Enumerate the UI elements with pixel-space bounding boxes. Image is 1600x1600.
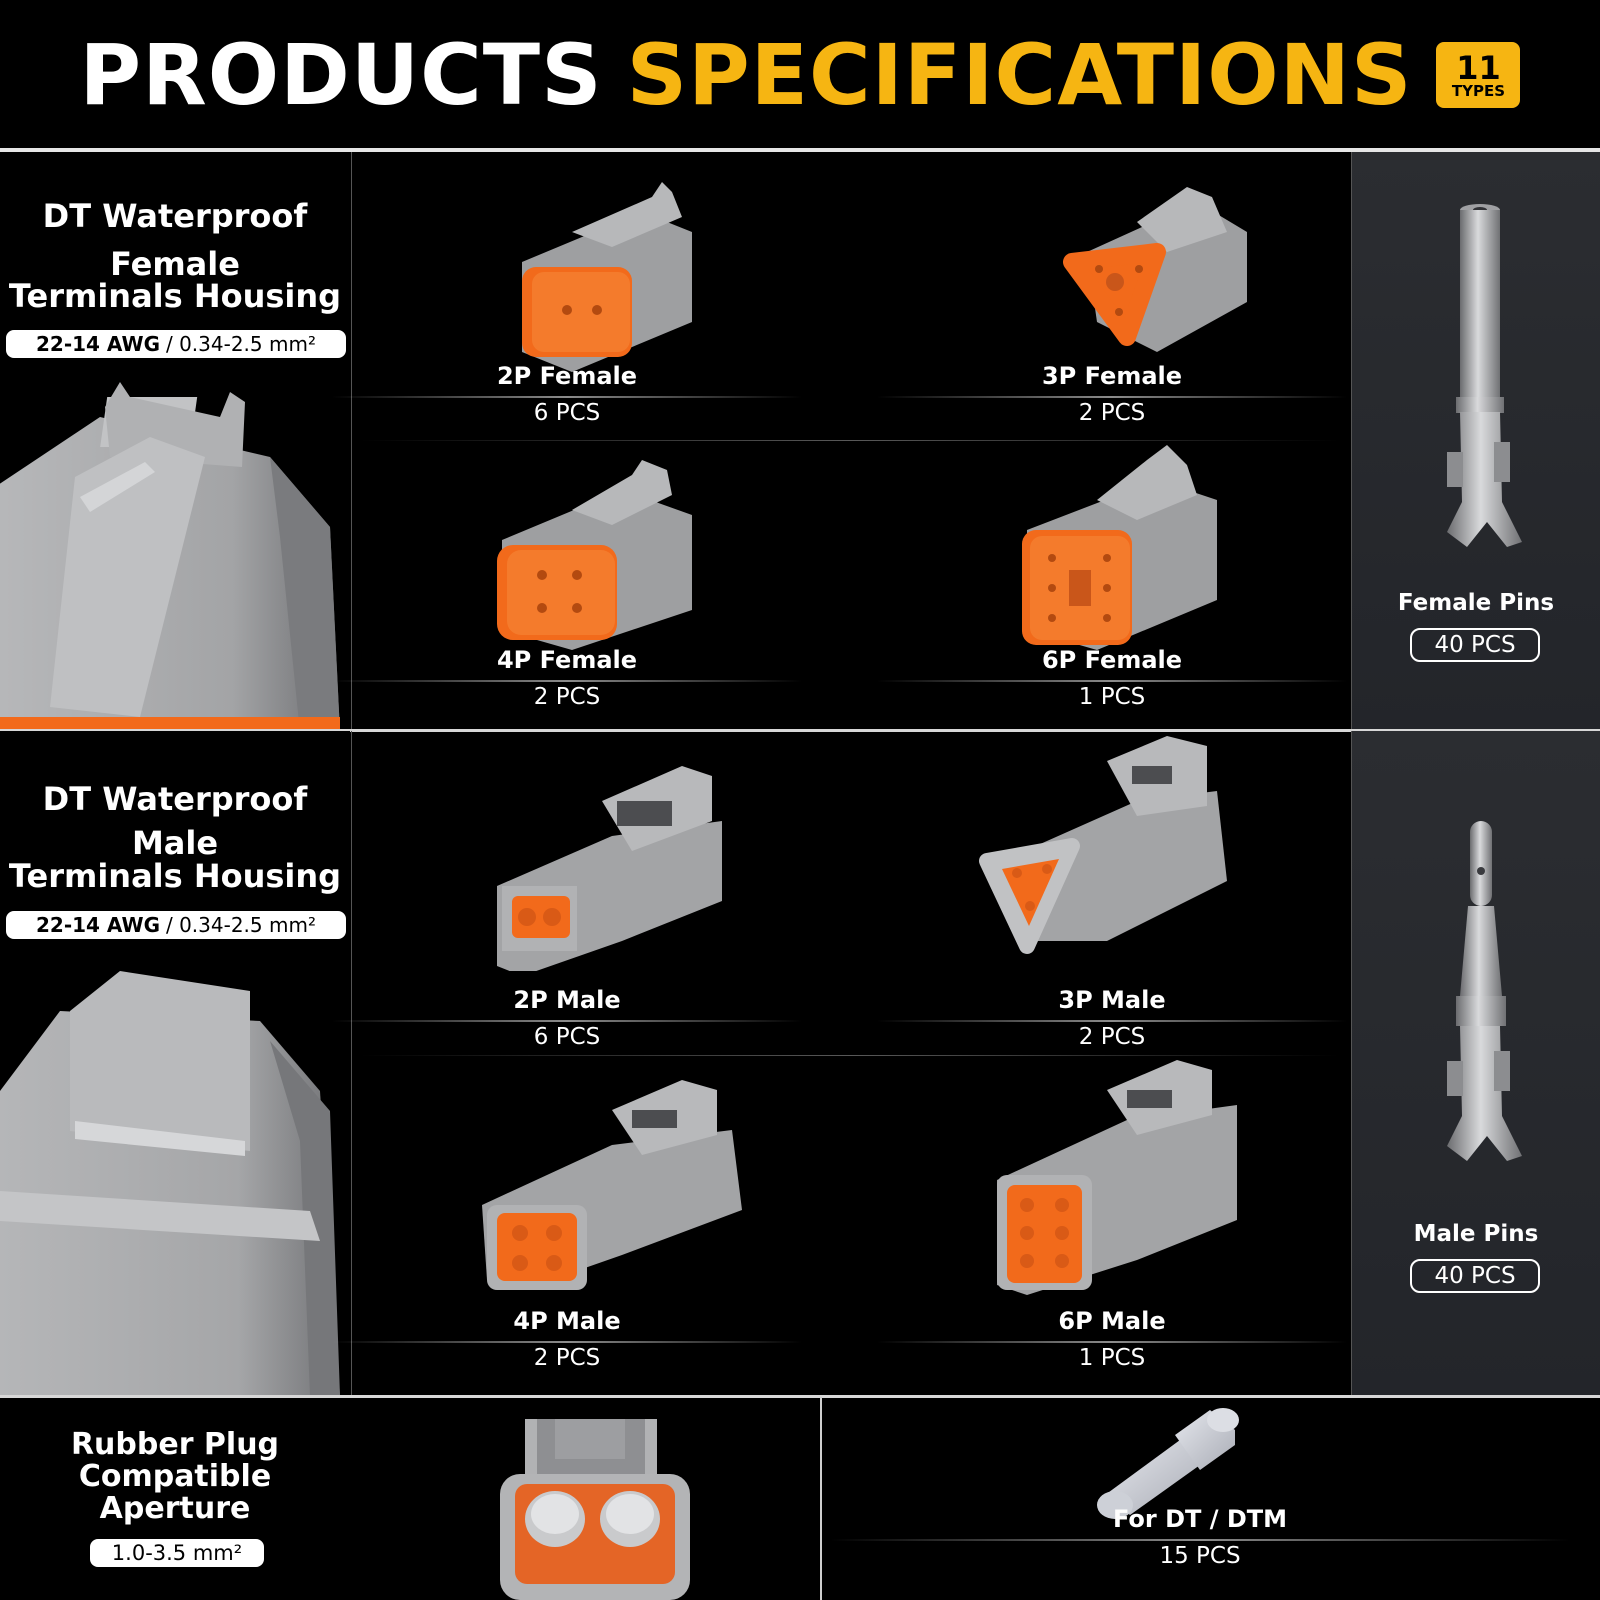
male-title-line1: DT Waterproof <box>42 780 308 818</box>
male-awg-bold: 22-14 AWG <box>36 913 160 937</box>
female-4p-connector-image <box>497 460 692 650</box>
rubber-plug-image <box>1097 1408 1239 1519</box>
female-pins-qty: 40 PCS <box>1410 628 1540 662</box>
female-pins-name: Female Pins <box>1397 590 1555 616</box>
male-6p-name: 6P Male <box>1058 1307 1166 1335</box>
male-col-divider-left <box>351 731 352 1396</box>
female-3p-qty: 2 PCS <box>1078 400 1146 426</box>
header-divider <box>0 148 1600 152</box>
male-title-line2: Male <box>131 824 219 862</box>
male-2p-rule <box>332 1020 802 1022</box>
female-4p-rule <box>332 680 802 682</box>
types-badge: 11 TYPES <box>1436 42 1521 108</box>
female-6p-connector-image <box>1022 445 1217 650</box>
male-6p-connector-image <box>997 1060 1237 1295</box>
title-products: PRODUCTS <box>79 26 603 124</box>
title-specifications: SPECIFICATIONS <box>626 26 1413 124</box>
male-pin-image <box>1447 821 1522 1161</box>
female-col-divider-right <box>1351 152 1352 730</box>
plug-title-line2: Compatible <box>78 1459 272 1494</box>
male-3p-qty: 2 PCS <box>1078 1024 1146 1050</box>
female-info-column: DT Waterproof Female Terminals Housing 2… <box>0 152 350 730</box>
male-6p-rule <box>877 1341 1347 1343</box>
male-3p-rule <box>877 1020 1347 1022</box>
plug-range-badge: 1.0-3.5 mm² <box>90 1539 264 1567</box>
male-housing-closeup-image <box>0 971 340 1396</box>
page-header: PRODUCTS SPECIFICATIONS 11 TYPES <box>0 0 1600 150</box>
male-4p-rule <box>332 1341 802 1343</box>
female-6p-name: 6P Female <box>1041 646 1183 674</box>
plugged-connector-image <box>500 1419 690 1600</box>
plug-title-line1: Rubber Plug <box>70 1427 280 1462</box>
plug-qty: 15 PCS <box>1159 1543 1241 1569</box>
male-awg-badge: 22-14 AWG / 0.34-2.5 mm² <box>6 911 346 939</box>
female-2p-qty: 6 PCS <box>533 400 601 426</box>
female-pin-image <box>1447 204 1522 547</box>
male-row-divider <box>360 1055 1340 1056</box>
female-awg-badge: 22-14 AWG / 0.34-2.5 mm² <box>6 330 346 358</box>
female-4p-qty: 2 PCS <box>533 684 601 710</box>
plug-title: Rubber Plug Compatible Aperture <box>20 1429 330 1525</box>
male-4p-connector-image <box>482 1080 742 1290</box>
bottom-divider <box>820 1397 822 1600</box>
female-2p-rule <box>332 396 802 398</box>
types-badge-label: TYPES <box>1451 81 1506 100</box>
female-6p-qty: 1 PCS <box>1078 684 1146 710</box>
male-2p-qty: 6 PCS <box>533 1024 601 1050</box>
male-4p-name: 4P Male <box>513 1307 621 1335</box>
female-awg-rest: / 0.34-2.5 mm² <box>165 332 316 356</box>
female-title-line3: Terminals Housing <box>8 277 342 315</box>
male-awg-rest: / 0.34-2.5 mm² <box>165 913 316 937</box>
male-6p-qty: 1 PCS <box>1078 1345 1146 1371</box>
section-divider-1 <box>0 729 1600 732</box>
female-pins-panel <box>1352 152 1600 730</box>
male-3p-name: 3P Male <box>1058 986 1166 1014</box>
male-pins-qty: 40 PCS <box>1410 1259 1540 1293</box>
plug-title-line3: Aperture <box>99 1491 251 1526</box>
male-2p-name: 2P Male <box>513 986 621 1014</box>
male-pins-panel <box>1352 731 1600 1396</box>
male-title-line3: Terminals Housing <box>8 857 342 895</box>
types-badge-number: 11 <box>1456 48 1501 87</box>
rubber-plug-section: Rubber Plug Compatible Aperture 1.0-3.5 … <box>0 1397 1600 1600</box>
female-title-line2: Female <box>110 245 240 283</box>
female-2p-connector-image <box>522 182 692 372</box>
plug-name: For DT / DTM <box>1112 1505 1288 1533</box>
female-3p-rule <box>877 396 1347 398</box>
female-3p-name: 3P Female <box>1041 362 1183 390</box>
male-3p-connector-image <box>979 736 1227 954</box>
male-col-divider-right <box>1351 731 1352 1396</box>
male-info-column: DT Waterproof Male Terminals Housing 22-… <box>0 731 350 1396</box>
female-awg-bold: 22-14 AWG <box>36 332 160 356</box>
female-title-line1: DT Waterproof <box>42 197 308 235</box>
plug-rule <box>830 1539 1570 1541</box>
female-col-divider-left <box>351 152 352 730</box>
male-4p-qty: 2 PCS <box>533 1345 601 1371</box>
female-4p-name: 4P Female <box>496 646 638 674</box>
female-row-divider <box>360 440 1340 441</box>
male-2p-connector-image <box>497 766 722 971</box>
male-housing-section: DT Waterproof Male Terminals Housing 22-… <box>0 731 1600 1396</box>
female-3p-connector-image <box>1063 187 1247 352</box>
section-divider-2 <box>0 1395 1600 1398</box>
male-pins-name: Male Pins <box>1413 1221 1539 1247</box>
female-housing-section: DT Waterproof Female Terminals Housing 2… <box>0 152 1600 730</box>
female-2p-name: 2P Female <box>496 362 638 390</box>
female-housing-closeup-image <box>0 382 340 730</box>
female-6p-rule <box>877 680 1347 682</box>
